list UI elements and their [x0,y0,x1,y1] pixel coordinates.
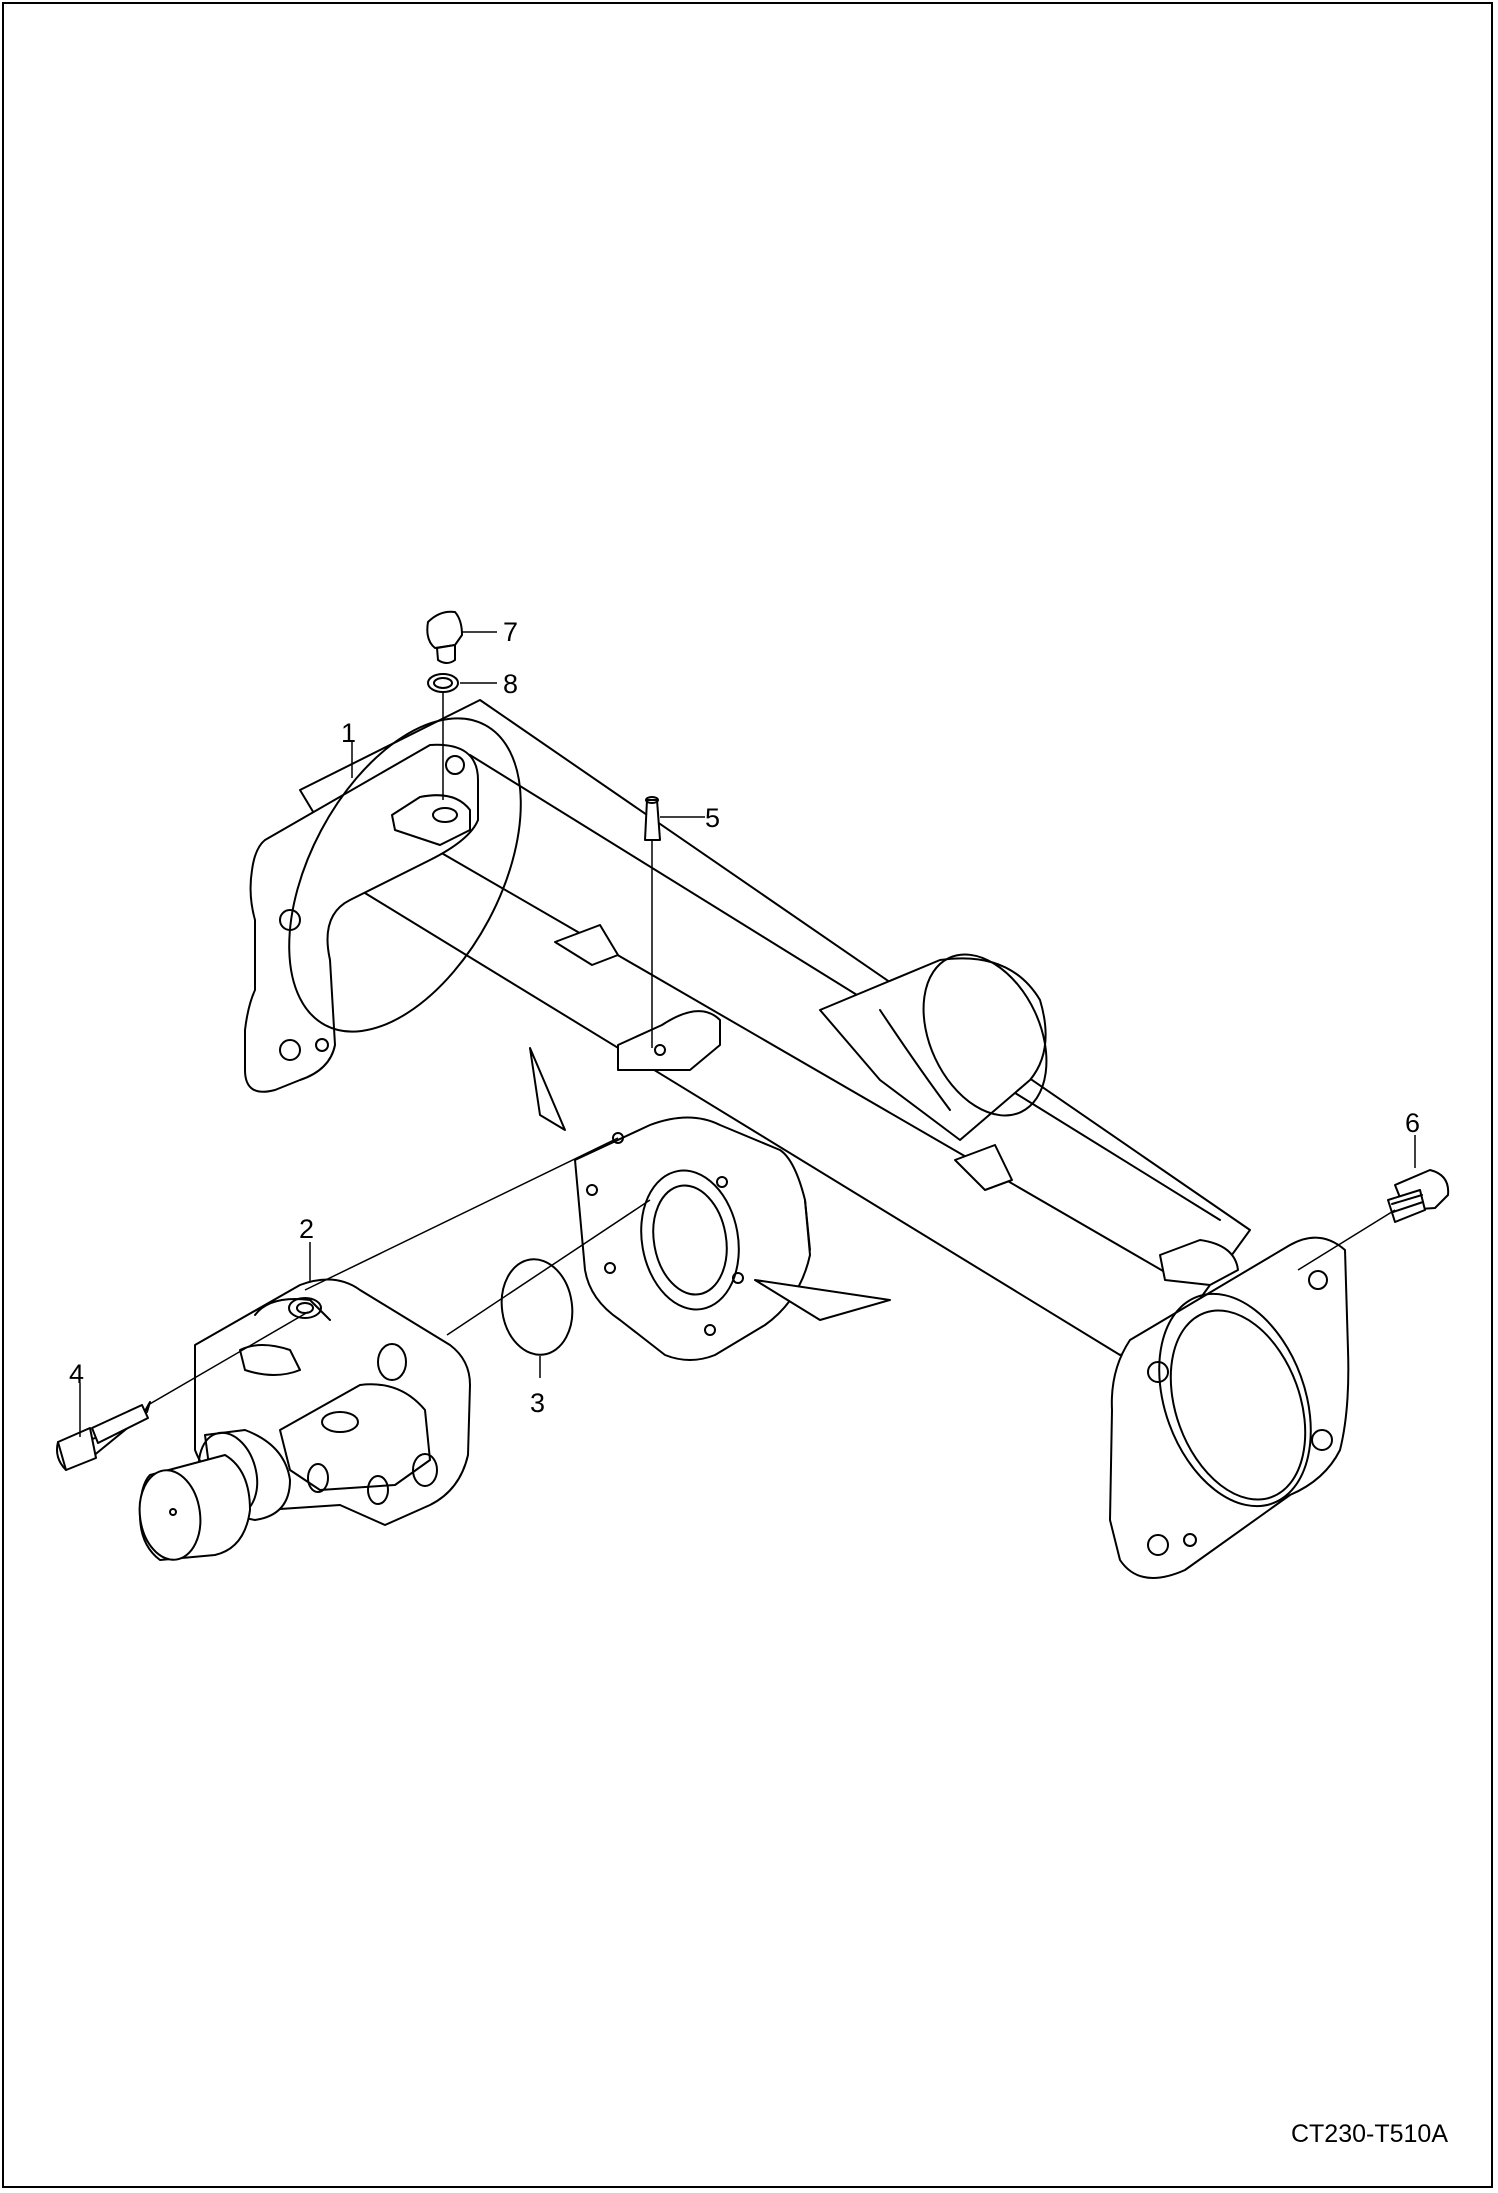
stud [644,796,661,841]
callout-1: 1 [341,718,356,748]
callout-5: 5 [705,803,720,833]
callout-labels: 1 2 3 4 5 6 7 8 [69,617,1420,1418]
callout-3: 3 [530,1388,545,1418]
drain-plug [1387,1169,1450,1223]
o-ring [500,1258,574,1356]
callout-2: 2 [299,1214,314,1244]
callout-7: 7 [503,617,518,647]
assembly-lines [79,631,1416,1437]
drawing-reference-code: CT230-T510A [1290,2120,1448,2148]
bolt [56,1401,151,1471]
breather-bolt [426,610,463,664]
pivot-bracket [138,1278,471,1561]
callout-4: 4 [69,1359,84,1389]
callout-8: 8 [503,669,518,699]
callout-6: 6 [1405,1108,1420,1138]
washer [427,673,459,693]
axle-housing [244,699,1350,1579]
